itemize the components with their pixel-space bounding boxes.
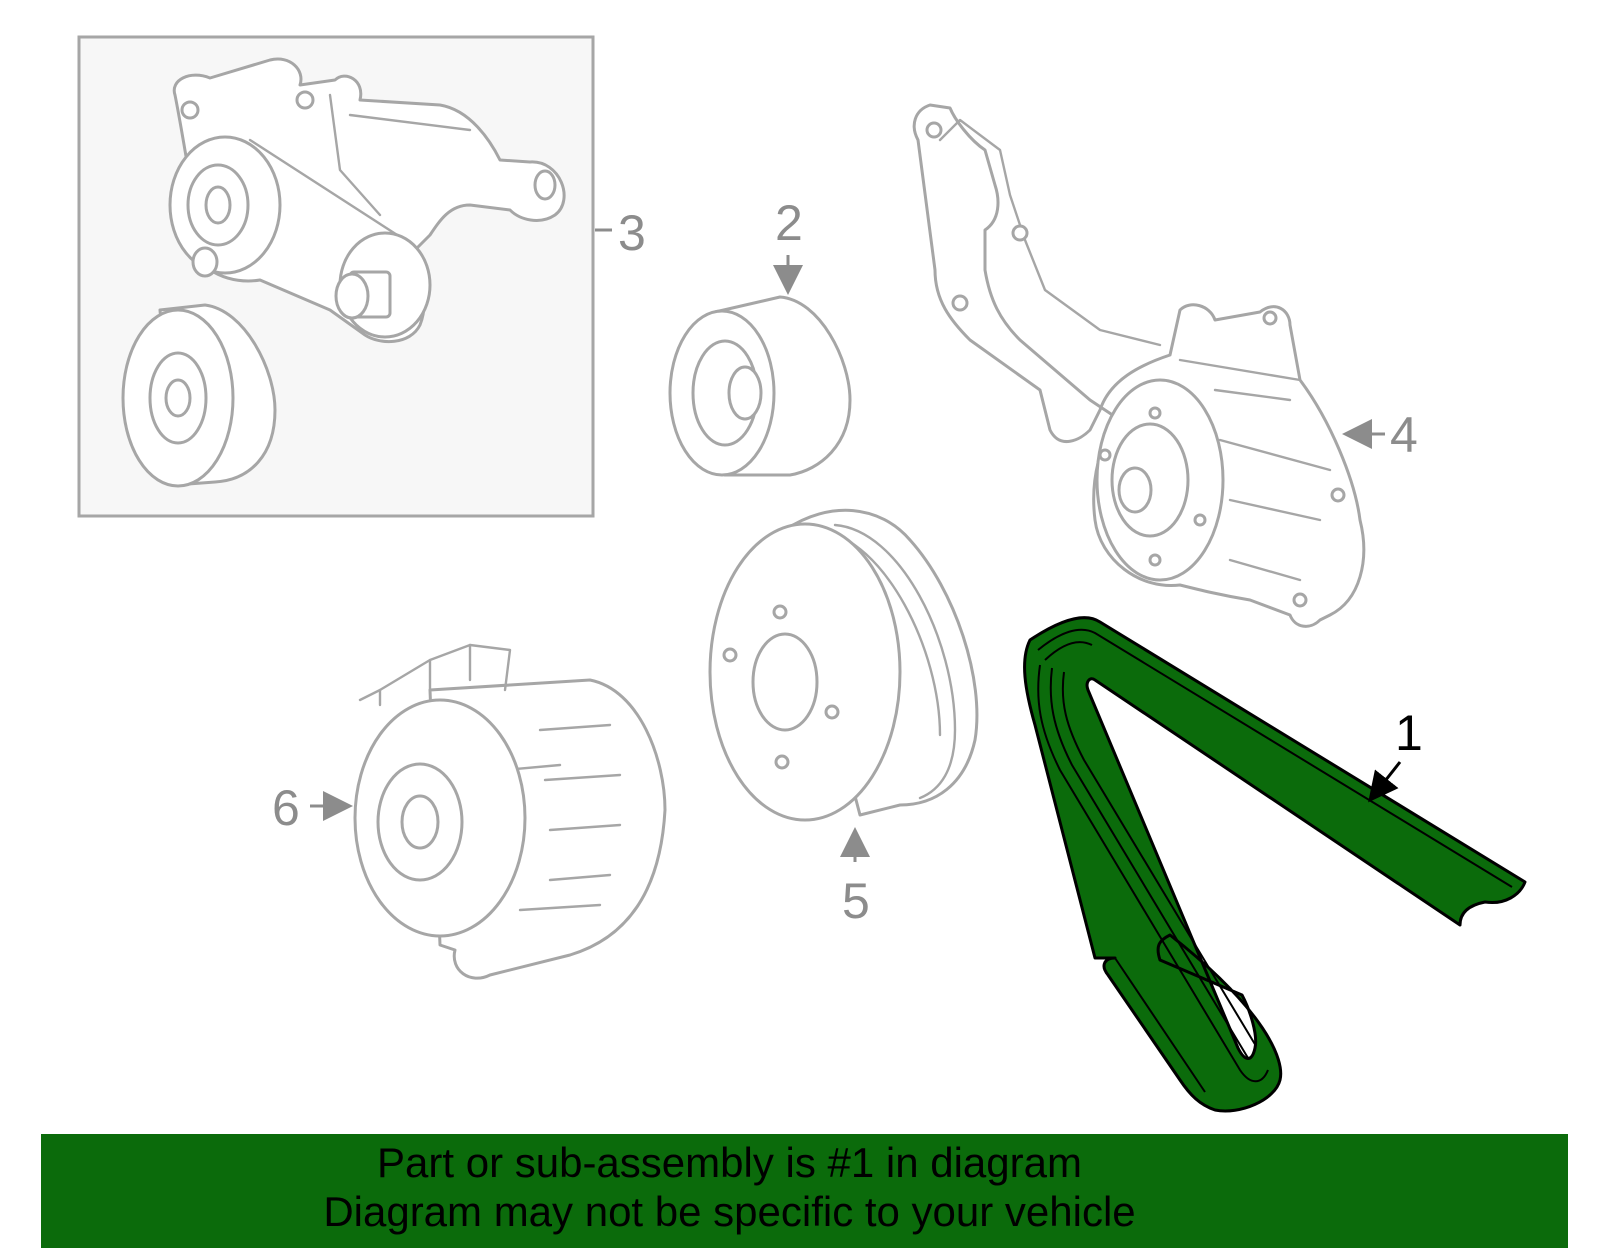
crank-bolt-hole [774, 754, 790, 770]
idler-pulley-hub [164, 378, 192, 418]
banner-line-2: Diagram may not be specific to your vehi… [323, 1188, 1136, 1235]
alternator-fin [548, 823, 622, 832]
alternator-group[interactable]: 6 [272, 643, 667, 980]
pump-rib [1213, 388, 1292, 402]
pump-bolt-hole [1148, 406, 1162, 420]
pump-bolt-hole [1098, 448, 1112, 462]
bracket-hole [533, 169, 557, 201]
crank-pulley-group[interactable]: 5 [708, 508, 979, 929]
callout-2[interactable]: 2 [775, 195, 803, 251]
alternator-fin [543, 773, 622, 782]
pump-rib [1218, 438, 1332, 472]
callout-6[interactable]: 6 [272, 780, 300, 836]
serpentine-belt-group[interactable]: 1 [1023, 616, 1527, 1113]
bracket-edge [248, 138, 407, 242]
pump-mount-hole [951, 294, 969, 312]
banner-line-1: Part or sub-assembly is #1 in diagram [377, 1139, 1082, 1186]
crank-bolt-hole [772, 604, 788, 620]
idler-pulley-2-hub [727, 365, 763, 421]
alternator-fin [538, 723, 612, 732]
water-pump-shaft [1117, 466, 1153, 514]
pump-mount-hole [1262, 310, 1278, 326]
callout-4[interactable]: 4 [1390, 407, 1418, 463]
pump-mount-hole [1330, 487, 1346, 503]
pump-mount-hole [925, 121, 943, 139]
crank-bolt-hole [824, 704, 840, 720]
idler-pulley-group[interactable]: 2 [668, 195, 852, 477]
water-pump-group[interactable]: 4 [912, 103, 1418, 628]
pump-rib [1228, 498, 1322, 522]
bracket-hole [295, 90, 315, 110]
pump-bolt-hole [1148, 553, 1162, 567]
callout-5[interactable]: 5 [842, 873, 870, 929]
bracket-stud [191, 246, 219, 278]
callout-1[interactable]: 1 [1395, 705, 1423, 761]
alternator-fin [358, 688, 382, 707]
callout-3[interactable]: 3 [618, 205, 646, 261]
alternator-fin [378, 658, 432, 692]
pump-mount-hole [1292, 592, 1308, 608]
alternator-fin [548, 873, 612, 882]
crank-bolt-hole [722, 647, 738, 663]
callout-1-leader [1368, 761, 1402, 803]
bracket-edge [348, 113, 472, 132]
bracket-hole [180, 100, 200, 120]
water-pump-housing [912, 103, 1366, 628]
alternator-fin [518, 903, 602, 912]
pump-mount-hole [1011, 224, 1029, 242]
part-info-banner: Part or sub-assembly is #1 in diagram Di… [41, 1134, 1568, 1248]
serpentine-belt [1023, 616, 1527, 1113]
alternator-fin [468, 643, 512, 692]
crank-pulley-bore [751, 632, 819, 732]
alternator-pulley-hub [400, 794, 440, 850]
tensioner-assembly-group[interactable]: 3 [77, 35, 646, 518]
pivot-end [334, 272, 370, 320]
crank-pulley-groove [833, 523, 957, 800]
bracket-edge [328, 93, 382, 217]
pump-rib [1228, 558, 1302, 582]
pump-bolt-hole [1193, 513, 1207, 527]
pump-rib [1178, 358, 1302, 382]
pump-rib [938, 118, 1162, 347]
alternator-fin [428, 643, 472, 682]
tensioner-pulley-hub [204, 185, 232, 225]
